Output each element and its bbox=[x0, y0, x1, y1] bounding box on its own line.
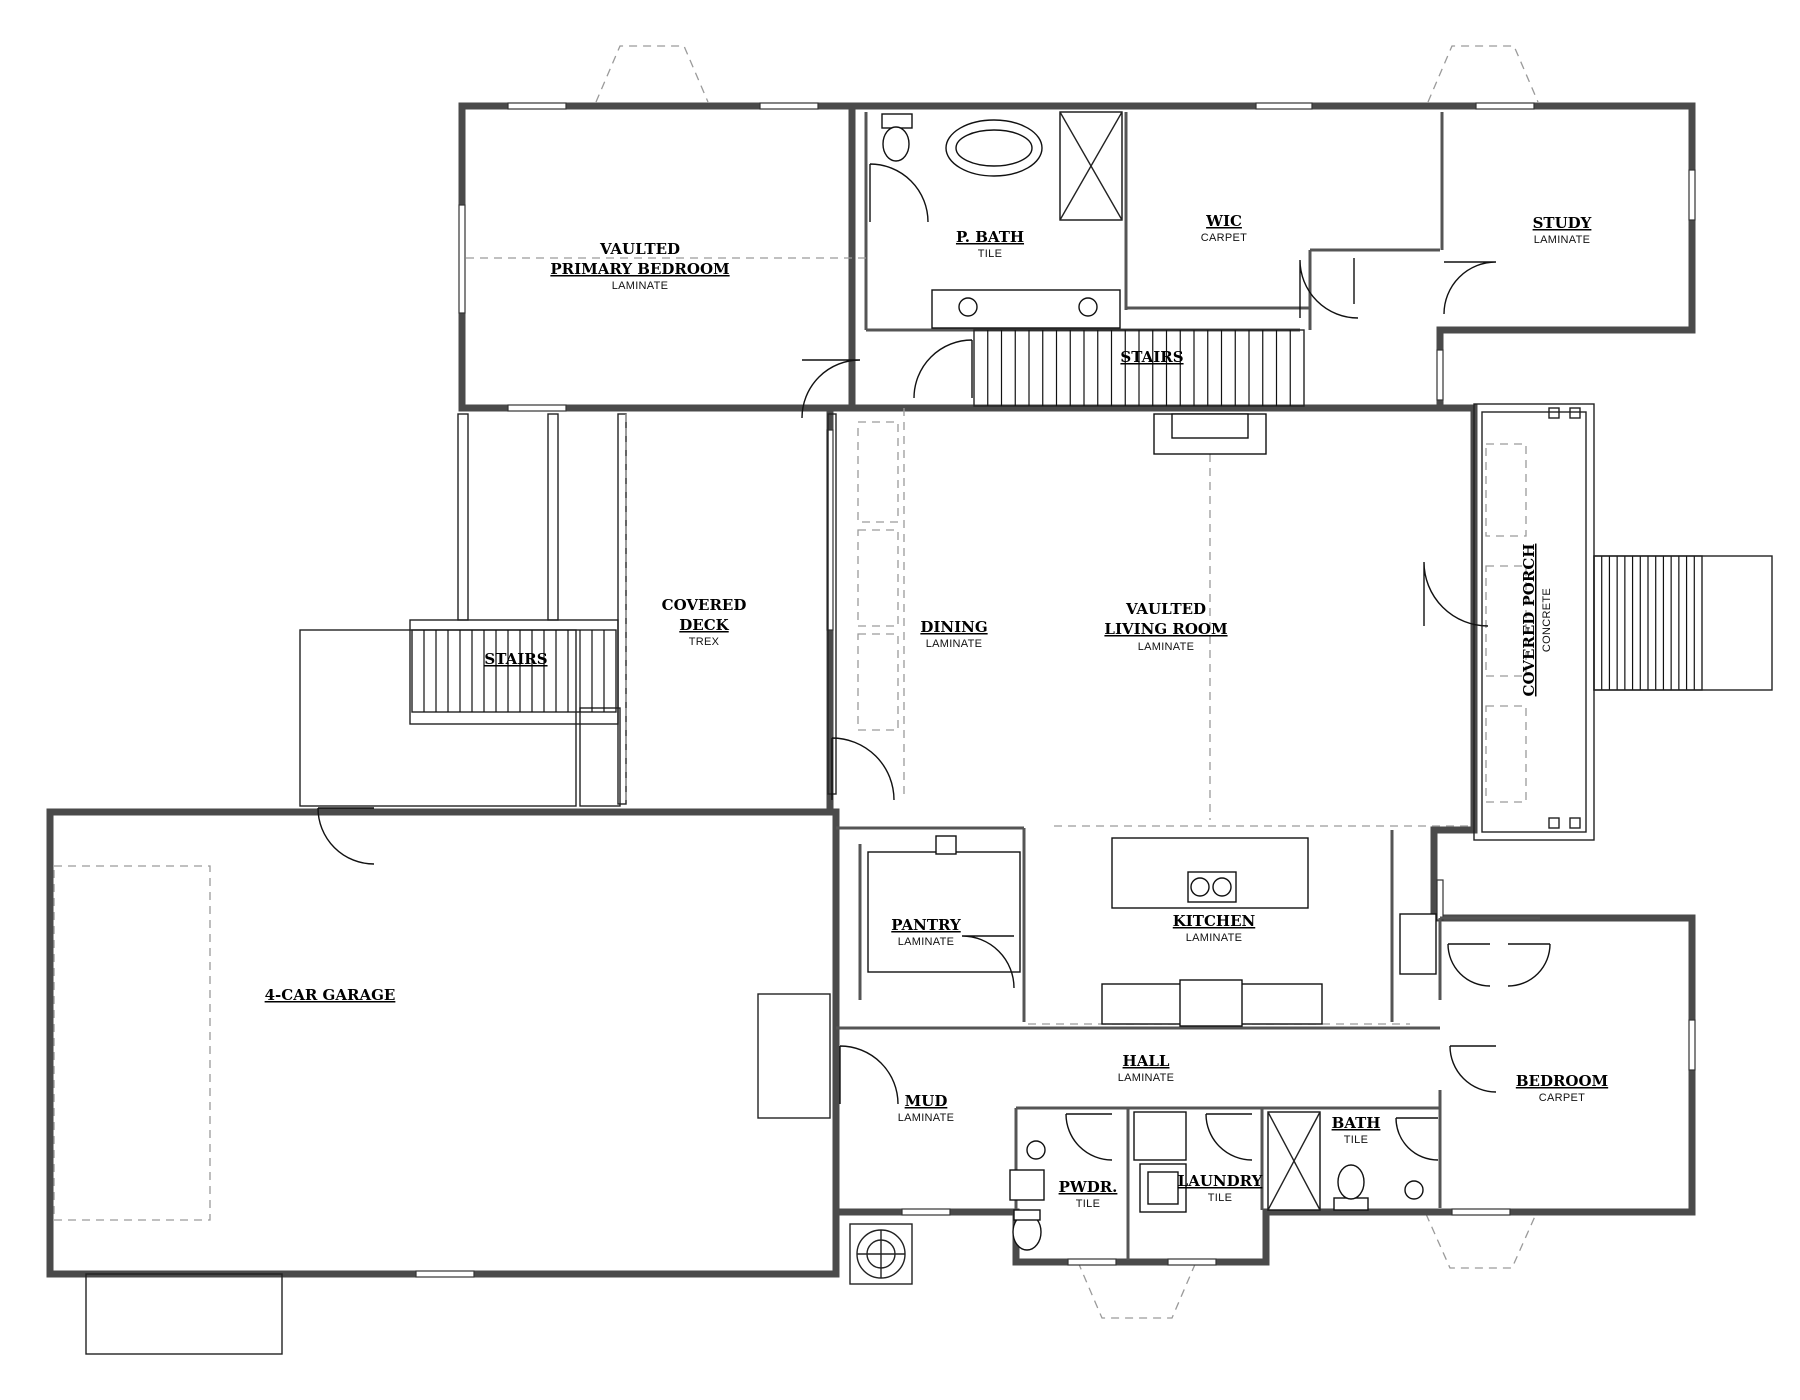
svg-text:COVERED: COVERED bbox=[662, 596, 747, 614]
svg-text:CARPET: CARPET bbox=[1201, 232, 1247, 244]
label-pwdr: PWDR. TILE bbox=[1059, 1178, 1118, 1210]
label-dining: DINING LAMINATE bbox=[920, 618, 987, 650]
svg-text:LAMINATE: LAMINATE bbox=[926, 638, 983, 650]
label-study: STUDY LAMINATE bbox=[1533, 214, 1592, 246]
svg-text:DECK: DECK bbox=[679, 616, 729, 634]
svg-text:TILE: TILE bbox=[1076, 1198, 1100, 1210]
label-stairs-upper: STAIRS bbox=[1120, 348, 1183, 366]
svg-text:LAMINATE: LAMINATE bbox=[898, 936, 955, 948]
svg-text:WIC: WIC bbox=[1205, 212, 1242, 230]
svg-text:HALL: HALL bbox=[1123, 1052, 1170, 1070]
label-covered-deck: COVERED DECK TREX bbox=[662, 596, 747, 648]
kitchen-fixtures bbox=[867, 413, 1437, 1027]
bay-window-outlines bbox=[595, 45, 1539, 1319]
covered-porch bbox=[1054, 403, 1773, 841]
svg-text:VAULTED: VAULTED bbox=[1125, 600, 1206, 618]
label-living-room: VAULTED LIVING ROOM LAMINATE bbox=[1104, 600, 1227, 653]
svg-text:LAMINATE: LAMINATE bbox=[1534, 234, 1591, 246]
svg-text:BEDROOM: BEDROOM bbox=[1516, 1072, 1608, 1090]
label-p-bath: P. BATH TILE bbox=[956, 228, 1024, 260]
svg-text:TILE: TILE bbox=[1208, 1192, 1232, 1204]
svg-text:LAMINATE: LAMINATE bbox=[1138, 641, 1195, 653]
stairs-deck bbox=[411, 629, 617, 713]
svg-text:STAIRS: STAIRS bbox=[1120, 348, 1183, 366]
svg-text:PRIMARY BEDROOM: PRIMARY BEDROOM bbox=[550, 260, 729, 278]
bath-fixtures bbox=[881, 111, 1424, 1251]
label-bedroom: BEDROOM CARPET bbox=[1516, 1072, 1608, 1104]
svg-text:CONCRETE: CONCRETE bbox=[1541, 588, 1553, 652]
svg-text:STUDY: STUDY bbox=[1533, 214, 1592, 232]
label-covered-porch: COVERED PORCH CONCRETE bbox=[1520, 544, 1553, 697]
svg-text:MUD: MUD bbox=[905, 1092, 948, 1110]
stair-outline bbox=[411, 629, 617, 713]
svg-text:BATH: BATH bbox=[1332, 1114, 1381, 1132]
label-laundry: LAUNDRY TILE bbox=[1178, 1172, 1263, 1204]
svg-text:LAMINATE: LAMINATE bbox=[1186, 932, 1243, 944]
svg-text:PANTRY: PANTRY bbox=[891, 916, 961, 934]
svg-text:LAMINATE: LAMINATE bbox=[898, 1112, 955, 1124]
svg-text:LAMINATE: LAMINATE bbox=[612, 280, 669, 292]
garage-details bbox=[53, 865, 913, 1355]
room-labels: VAULTED PRIMARY BEDROOM LAMINATE P. BATH… bbox=[265, 212, 1609, 1210]
interior-walls bbox=[836, 112, 1540, 1260]
label-wic: WIC CARPET bbox=[1201, 212, 1247, 244]
label-stairs-deck: STAIRS bbox=[484, 650, 547, 668]
label-garage: 4-CAR GARAGE bbox=[265, 986, 396, 1004]
windows bbox=[415, 102, 1696, 1278]
label-bath: BATH TILE bbox=[1332, 1114, 1381, 1146]
svg-text:COVERED PORCH: COVERED PORCH bbox=[1520, 544, 1538, 697]
svg-text:TILE: TILE bbox=[1344, 1134, 1368, 1146]
dashed-zones bbox=[462, 257, 1410, 1025]
svg-text:VAULTED: VAULTED bbox=[599, 240, 680, 258]
svg-text:4-CAR GARAGE: 4-CAR GARAGE bbox=[265, 986, 396, 1004]
label-pantry: PANTRY LAMINATE bbox=[891, 916, 961, 948]
svg-text:P. BATH: P. BATH bbox=[956, 228, 1024, 246]
svg-text:PWDR.: PWDR. bbox=[1059, 1178, 1118, 1196]
deck-structure bbox=[299, 413, 837, 807]
svg-text:TILE: TILE bbox=[978, 248, 1002, 260]
svg-text:LAMINATE: LAMINATE bbox=[1118, 1072, 1175, 1084]
doors bbox=[317, 163, 1551, 1161]
svg-text:LIVING ROOM: LIVING ROOM bbox=[1104, 620, 1227, 638]
exterior-walls bbox=[46, 102, 1696, 1278]
label-hall: HALL LAMINATE bbox=[1118, 1052, 1175, 1084]
svg-text:KITCHEN: KITCHEN bbox=[1173, 912, 1256, 930]
stairs-porch bbox=[1593, 555, 1703, 691]
label-kitchen: KITCHEN LAMINATE bbox=[1173, 912, 1256, 944]
svg-text:STAIRS: STAIRS bbox=[484, 650, 547, 668]
label-mud: MUD LAMINATE bbox=[898, 1092, 955, 1124]
stairs-upper bbox=[973, 329, 1305, 407]
svg-text:LAUNDRY: LAUNDRY bbox=[1178, 1172, 1263, 1190]
svg-text:CARPET: CARPET bbox=[1539, 1092, 1585, 1104]
svg-text:DINING: DINING bbox=[920, 618, 987, 636]
label-primary-bedroom: VAULTED PRIMARY BEDROOM LAMINATE bbox=[550, 240, 729, 292]
svg-text:TREX: TREX bbox=[689, 636, 720, 648]
